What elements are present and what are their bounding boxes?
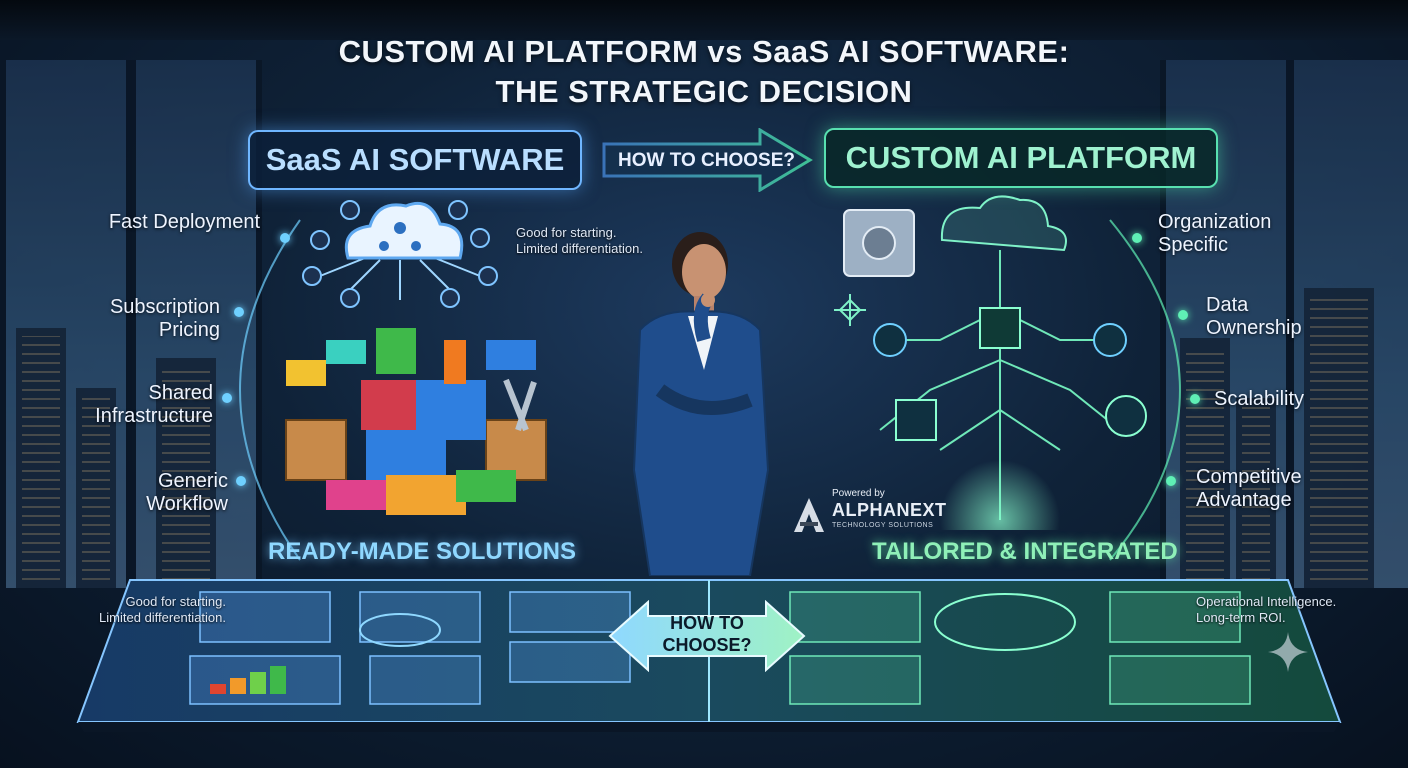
feature-data-ownership: Data Ownership: [1206, 294, 1302, 339]
feature-dot: [236, 476, 246, 486]
title-line-2: THE STRATEGIC DECISION: [495, 74, 913, 109]
alphanext-logo-icon: [794, 498, 824, 532]
feature-dot: [222, 393, 232, 403]
tailored-label: TAILORED & INTEGRATED: [872, 538, 1178, 565]
how-to-choose-arrow: HOW TO CHOOSE?: [600, 127, 814, 193]
bar-mini-chart: [210, 666, 286, 694]
title-line-1: CUSTOM AI PLATFORM vs SaaS AI SOFTWARE:: [338, 34, 1070, 69]
businesswoman-figure: [632, 232, 770, 576]
feature-shared-infrastructure: Shared Infrastructure: [95, 382, 213, 427]
double-arrow-icon: [608, 599, 806, 673]
custom-table-note: Operational Intelligence. Long-term ROI.: [1196, 594, 1337, 625]
window-left-2: [130, 60, 262, 588]
feature-fast-deployment: Fast Deployment: [108, 211, 260, 233]
how-to-choose-button-label: HOW TO CHOOSE?: [662, 613, 752, 655]
feature-generic-workflow: Generic Workflow: [146, 470, 228, 515]
page-title: CUSTOM AI PLATFORM vs SaaS AI SOFTWARE: …: [0, 32, 1408, 112]
how-to-choose-button[interactable]: HOW TO CHOOSE?: [608, 599, 806, 673]
window-left-1: [0, 60, 132, 588]
toolbox-icon: [285, 419, 347, 481]
gear-icon: [834, 294, 866, 326]
feature-dot: [1166, 476, 1176, 486]
feature-competitive-advantage: Competitive Advantage: [1196, 466, 1302, 511]
window-right-2: [1288, 60, 1408, 588]
feature-dot: [1132, 233, 1142, 243]
wrench-icon: [503, 378, 537, 432]
how-to-choose-label: HOW TO CHOOSE?: [618, 150, 795, 171]
saas-heading: SaaS AI SOFTWARE: [248, 130, 582, 190]
brand-name: ALPHANEXT: [832, 500, 947, 520]
feature-subscription-pricing: Subscription Pricing: [109, 296, 220, 341]
feature-dot: [1178, 310, 1188, 320]
ready-made-label: READY-MADE SOLUTIONS: [268, 538, 577, 565]
lego-blocks: [285, 328, 547, 515]
feature-dot: [1190, 394, 1200, 404]
powered-by: Powered by: [832, 488, 885, 499]
brand-sub: TECHNOLOGY SOLUTIONS: [832, 522, 934, 529]
feature-scalability: Scalability: [1214, 388, 1305, 410]
feature-organization-specific: Organization Specific: [1158, 211, 1272, 256]
saas-table-note: Good for starting. Limited differentiati…: [99, 594, 226, 625]
saas-cloud-note: Good for starting. Limited differentiati…: [516, 225, 643, 256]
sparkle-icon: [1268, 632, 1308, 672]
circuit-tree: [834, 195, 1147, 530]
feature-dot: [234, 307, 244, 317]
cloud-icon: [302, 200, 498, 308]
feature-dot: [280, 233, 290, 243]
custom-heading: CUSTOM AI PLATFORM: [824, 128, 1218, 188]
ceiling: [0, 0, 1408, 40]
